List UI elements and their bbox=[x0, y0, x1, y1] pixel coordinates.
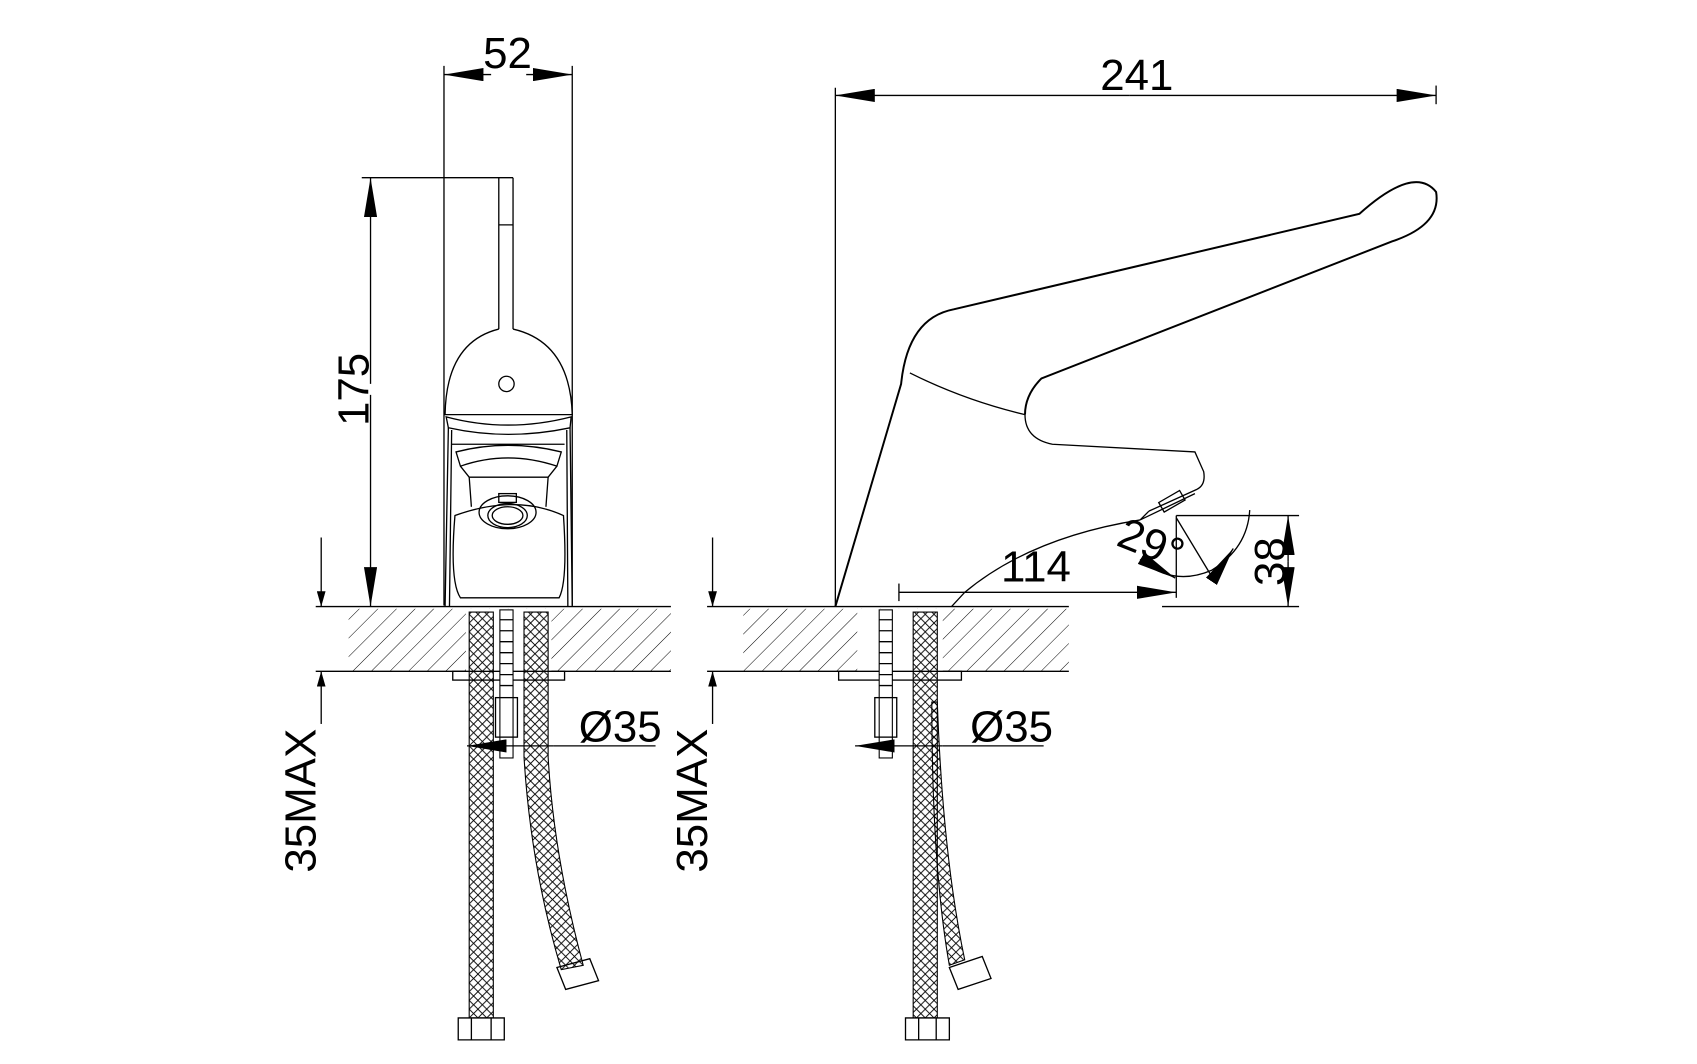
length-dimension: 241 bbox=[834, 51, 1437, 607]
reach-dimension: 114 bbox=[898, 515, 1177, 602]
diameter-label-side: Ø35 bbox=[970, 702, 1053, 751]
front-view: 52 175 35MAX Ø35 bbox=[277, 29, 671, 1041]
angle-dimension: 29° bbox=[1111, 509, 1251, 585]
width-label: 52 bbox=[483, 29, 532, 78]
length-label: 241 bbox=[1100, 51, 1173, 100]
spout-height-label: 38 bbox=[1246, 537, 1295, 586]
reach-label: 114 bbox=[1001, 542, 1071, 591]
height-dimension: 175 bbox=[329, 177, 514, 607]
spout-height-dimension: 38 bbox=[1162, 514, 1300, 608]
max-thickness-label-side: 35MAX bbox=[668, 729, 717, 873]
max-thickness-label: 35MAX bbox=[277, 729, 326, 873]
hoses-front: Ø35 bbox=[452, 609, 662, 1041]
width-dimension: 52 bbox=[443, 29, 573, 606]
faucet-side-body bbox=[834, 181, 1438, 608]
faucet-front-body bbox=[444, 177, 573, 607]
hoses-side: Ø35 bbox=[837, 609, 1053, 1041]
side-view: 241 35MAX Ø35 114 38 29° bbox=[668, 51, 1438, 1041]
angle-label: 29° bbox=[1111, 509, 1191, 579]
countertop-side: 35MAX bbox=[668, 537, 1069, 873]
diameter-label: Ø35 bbox=[579, 702, 662, 751]
height-label: 175 bbox=[329, 353, 378, 426]
